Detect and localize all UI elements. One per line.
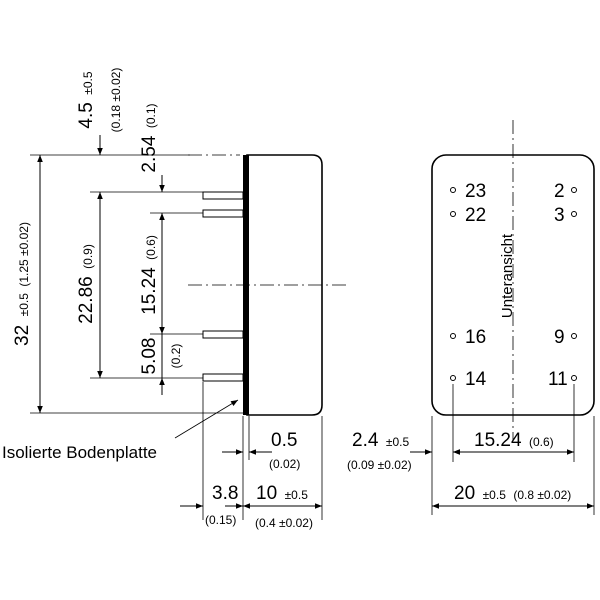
dim-20: 20 ±0.5 (0.8 ±0.02) xyxy=(454,483,571,504)
dim-32: 32 ±0.5 (1.25 ±0.02) xyxy=(12,222,33,346)
svg-text:2: 2 xyxy=(554,181,565,202)
svg-text:23: 23 xyxy=(465,181,486,202)
svg-text:3: 3 xyxy=(554,205,565,226)
side-pins xyxy=(202,191,244,382)
svg-text:5.08: 5.08 xyxy=(139,338,160,375)
dim-10-inch: (0.4 ±0.02) xyxy=(255,516,313,530)
dim-0-5-inch: (0.02) xyxy=(269,457,300,471)
dim-2-54: 2.54 (0.1) xyxy=(139,103,160,172)
svg-text:2.54 (0.1): 2.54 (0.1) xyxy=(139,103,160,172)
svg-text:4.5 ±0.5: 4.5 ±0.5 xyxy=(76,71,97,128)
dim-3-8: 3.8 xyxy=(212,483,238,504)
pin xyxy=(202,330,244,339)
dim-15-24-side: 15.24 (0.6) xyxy=(139,235,160,315)
svg-text:(0.18 ±0.02): (0.18 ±0.02) xyxy=(109,68,123,133)
dim-10: 10 ±0.5 xyxy=(256,483,308,504)
pin-3: 3 xyxy=(554,205,577,226)
pin-14: 14 xyxy=(450,369,487,390)
pin-16: 16 xyxy=(450,327,486,348)
pin xyxy=(202,209,244,218)
base-plate-label: Isolierte Bodenplatte xyxy=(2,443,157,462)
dim-2-4: 2.4 ±0.5 xyxy=(352,430,409,451)
dim-4-5: 4.5 ±0.5 xyxy=(76,71,97,128)
dim-15-24-bottom: 15.24 (0.6) xyxy=(474,430,554,451)
pin xyxy=(202,191,244,200)
base-plate-leader xyxy=(174,399,239,439)
pin-2: 2 xyxy=(554,181,577,202)
svg-text:16: 16 xyxy=(465,327,486,348)
svg-text:9: 9 xyxy=(554,327,565,348)
dim-2-4-inch: (0.09 ±0.02) xyxy=(347,458,412,472)
svg-text:15.24 (0.6): 15.24 (0.6) xyxy=(139,235,160,315)
dim-5-08-inch: (0.2) xyxy=(169,344,183,369)
bottom-view: Unteransicht 23 22 16 14 2 3 9 xyxy=(347,120,595,515)
svg-text:22.86 (0.9): 22.86 (0.9) xyxy=(76,244,97,324)
pin-22: 22 xyxy=(450,205,486,226)
pin-11: 11 xyxy=(548,369,577,390)
side-view-body xyxy=(246,154,323,416)
svg-text:11: 11 xyxy=(548,369,568,390)
side-view: 32 ±0.5 (1.25 ±0.02) 4.5 ±0.5 (0.18 ±0.0… xyxy=(2,68,350,530)
dim-4-5-inch: (0.18 ±0.02) xyxy=(109,68,123,133)
bottom-view-label: Unteransicht xyxy=(499,233,516,318)
dim-0-5: 0.5 xyxy=(271,430,297,451)
dim-5-08: 5.08 xyxy=(139,338,160,375)
dim-3-8-inch: (0.15) xyxy=(205,513,236,527)
pin-23: 23 xyxy=(450,181,486,202)
svg-text:22: 22 xyxy=(465,205,486,226)
svg-text:(0.2): (0.2) xyxy=(169,344,183,369)
pin-9: 9 xyxy=(554,327,577,348)
pin xyxy=(202,373,244,382)
svg-text:14: 14 xyxy=(465,369,487,390)
svg-text:32 ±0.5 (1.25: 32 ±0.5 (1.25 ±0.02) xyxy=(12,222,33,346)
dim-22-86: 22.86 (0.9) xyxy=(76,244,97,324)
